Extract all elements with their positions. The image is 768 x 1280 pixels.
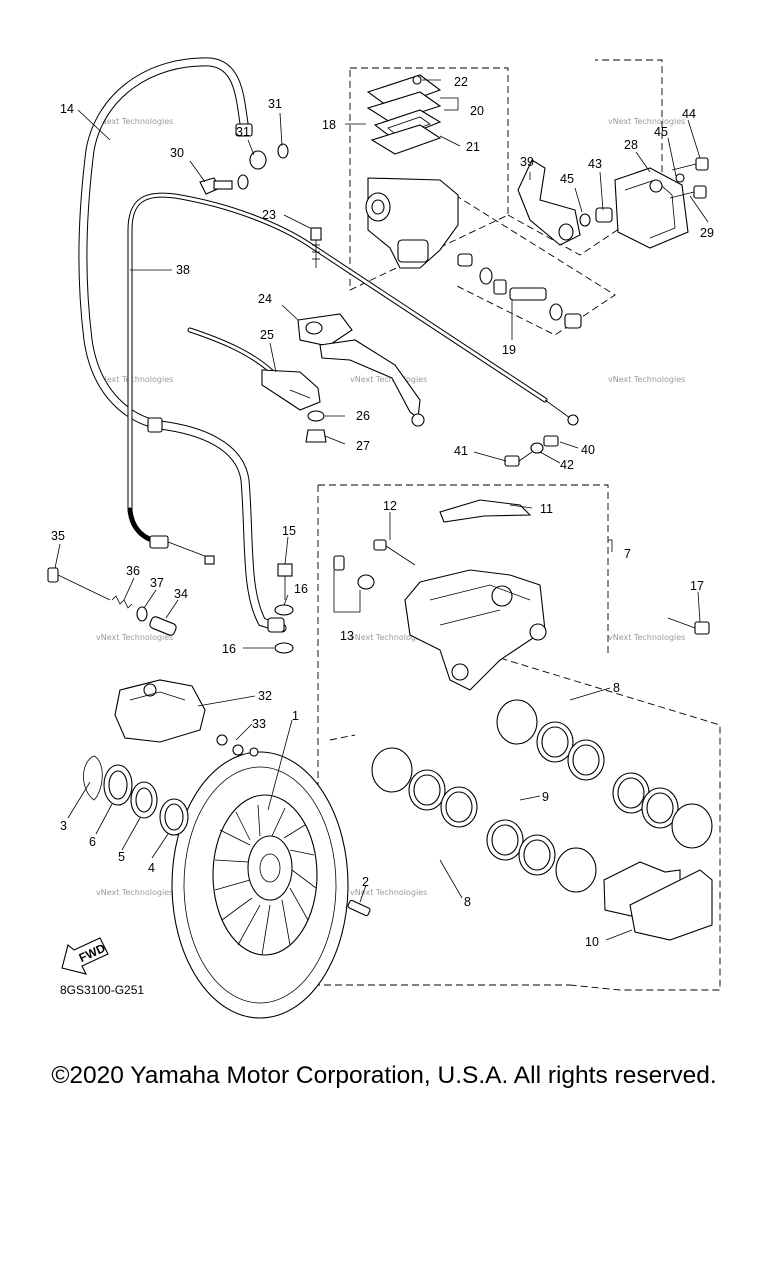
- callout-8: 8: [613, 681, 620, 695]
- callout-11: 11: [540, 502, 553, 516]
- watermark: vNext Technologies: [608, 375, 685, 384]
- callout-39: 39: [520, 155, 534, 169]
- callout-34: 34: [174, 587, 188, 601]
- callout-labels: 1 2 3 4 5 6 7 8 8 9 10 11 12 13 14 15 16…: [51, 75, 714, 949]
- callout-30: 30: [170, 146, 184, 160]
- watermark: vNext Technologies: [96, 117, 173, 126]
- callout-16: 16: [294, 582, 308, 596]
- callout-24: 24: [258, 292, 272, 306]
- callout-19: 19: [502, 343, 516, 357]
- callout-33: 33: [252, 717, 266, 731]
- master-cylinder: [365, 74, 459, 269]
- callout-22: 22: [454, 75, 468, 89]
- callout-40: 40: [581, 443, 595, 457]
- lever-parts: [261, 227, 425, 443]
- clevis-parts: [504, 435, 559, 467]
- leader-lines: [54, 79, 709, 941]
- watermark: vNext Technologies: [96, 375, 173, 384]
- piston-parts-19: [457, 253, 582, 329]
- callout-31b: 31: [268, 97, 282, 111]
- watermark: vNext Technologies: [350, 633, 427, 642]
- watermark: vNext Technologies: [96, 633, 173, 642]
- caliper-pistons: [371, 699, 713, 893]
- callout-26: 26: [356, 409, 370, 423]
- callout-12: 12: [383, 499, 397, 513]
- callout-20: 20: [470, 104, 484, 118]
- front-caliper: [274, 499, 710, 691]
- callout-16b: 16: [222, 642, 236, 656]
- callout-41: 41: [454, 444, 468, 458]
- watermark: vNext Technologies: [350, 375, 427, 384]
- watermark: vNext Technologies: [96, 888, 173, 897]
- callout-21: 21: [466, 140, 480, 154]
- watermark: vNext Technologies: [608, 117, 685, 126]
- banjo-bolt: [199, 143, 289, 195]
- copyright-notice: ©2020 Yamaha Motor Corporation, U.S.A. A…: [51, 1062, 717, 1089]
- brake-pads: [603, 861, 713, 941]
- callout-43: 43: [588, 157, 602, 171]
- watermark: vNext Technologies: [350, 888, 427, 897]
- callout-10: 10: [585, 935, 599, 949]
- callout-14: 14: [60, 102, 74, 116]
- callout-37: 37: [150, 576, 164, 590]
- brake-disc: [171, 751, 349, 1019]
- cable-25: [187, 327, 275, 375]
- brake-parts-diagram: vNext Technologies vNext Technologies vN…: [47, 57, 721, 1019]
- callout-18: 18: [322, 118, 336, 132]
- callout-27: 27: [356, 439, 370, 453]
- callout-31: 31: [236, 125, 250, 139]
- callout-15: 15: [282, 524, 296, 538]
- fwd-arrow-icon: FWD: [61, 937, 109, 975]
- callout-42: 42: [560, 458, 574, 472]
- pin-2: [347, 899, 371, 917]
- callout-9: 9: [542, 790, 549, 804]
- callout-2: 2: [362, 875, 369, 889]
- brake-hose-14: [78, 57, 287, 633]
- callout-6: 6: [89, 835, 96, 849]
- callout-35: 35: [51, 529, 65, 543]
- callout-28: 28: [624, 138, 638, 152]
- callout-36: 36: [126, 564, 140, 578]
- callout-25: 25: [260, 328, 274, 342]
- callout-32: 32: [258, 689, 272, 703]
- callout-1: 1: [292, 709, 299, 723]
- callout-5: 5: [118, 850, 125, 864]
- callout-7: 7: [624, 547, 631, 561]
- cable-38: [127, 192, 579, 565]
- callout-3: 3: [60, 819, 67, 833]
- callout-38: 38: [176, 263, 190, 277]
- callout-8b: 8: [464, 895, 471, 909]
- callout-23: 23: [262, 208, 276, 222]
- callout-45b: 45: [654, 125, 668, 139]
- callout-17: 17: [690, 579, 704, 593]
- watermark: vNext Technologies: [608, 633, 685, 642]
- callout-29: 29: [700, 226, 714, 240]
- callout-44: 44: [682, 107, 696, 121]
- watermarks: vNext Technologies vNext Technologies vN…: [96, 117, 685, 897]
- rear-caliper: [47, 567, 259, 836]
- callout-13: 13: [340, 629, 354, 643]
- callout-4: 4: [148, 861, 155, 875]
- diagram-code: 8GS3100-G251: [60, 983, 144, 997]
- callout-45: 45: [560, 172, 574, 186]
- pedal-bracket: [517, 157, 709, 249]
